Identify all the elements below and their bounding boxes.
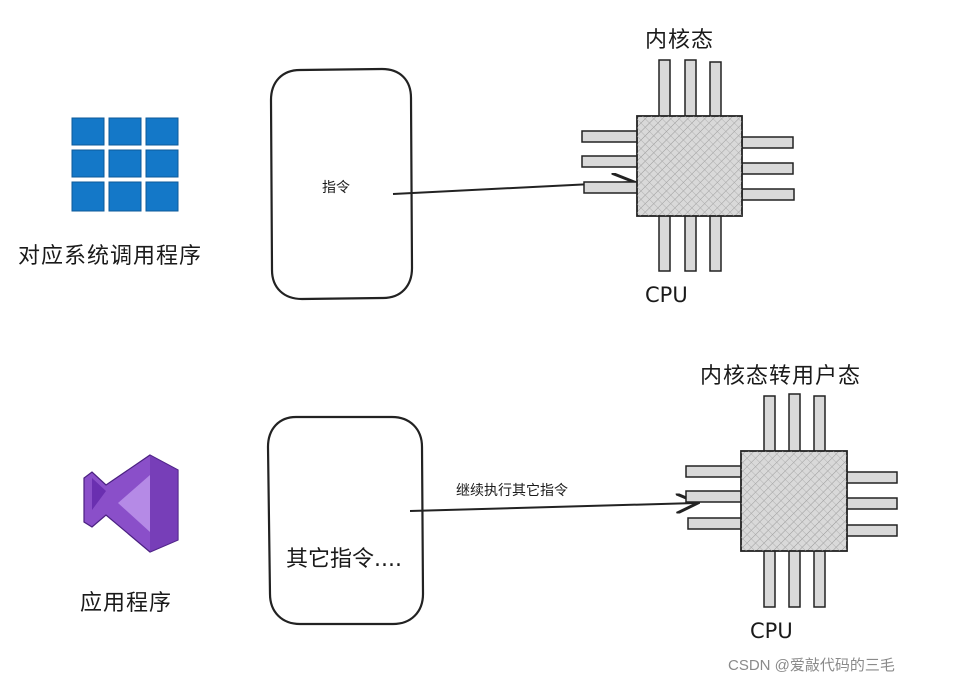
watermark: CSDN @爱敲代码的三毛 [728,657,895,674]
cpu-label-bottom: CPU [750,619,793,643]
windows-tiles-icon [71,117,179,212]
kernel-to-user-title: 内核态转用户态 [700,364,862,389]
cpu-chip-bottom [685,393,898,608]
instruction-box-top [269,67,414,301]
cpu-chip-top [581,59,795,272]
instruction-box-bottom [266,415,425,626]
system-call-program-label: 对应系统调用程序 [18,244,203,269]
kernel-mode-title: 内核态 [645,28,715,53]
instruction-label-top: 指令 [322,180,350,196]
instruction-label-bottom: 其它指令.... [286,547,402,572]
arrow-bottom [409,503,696,511]
visual-studio-icon [83,454,179,553]
application-program-label: 应用程序 [80,591,173,616]
continue-execution-label: 继续执行其它指令 [456,483,568,499]
cpu-label-top: CPU [645,283,688,307]
